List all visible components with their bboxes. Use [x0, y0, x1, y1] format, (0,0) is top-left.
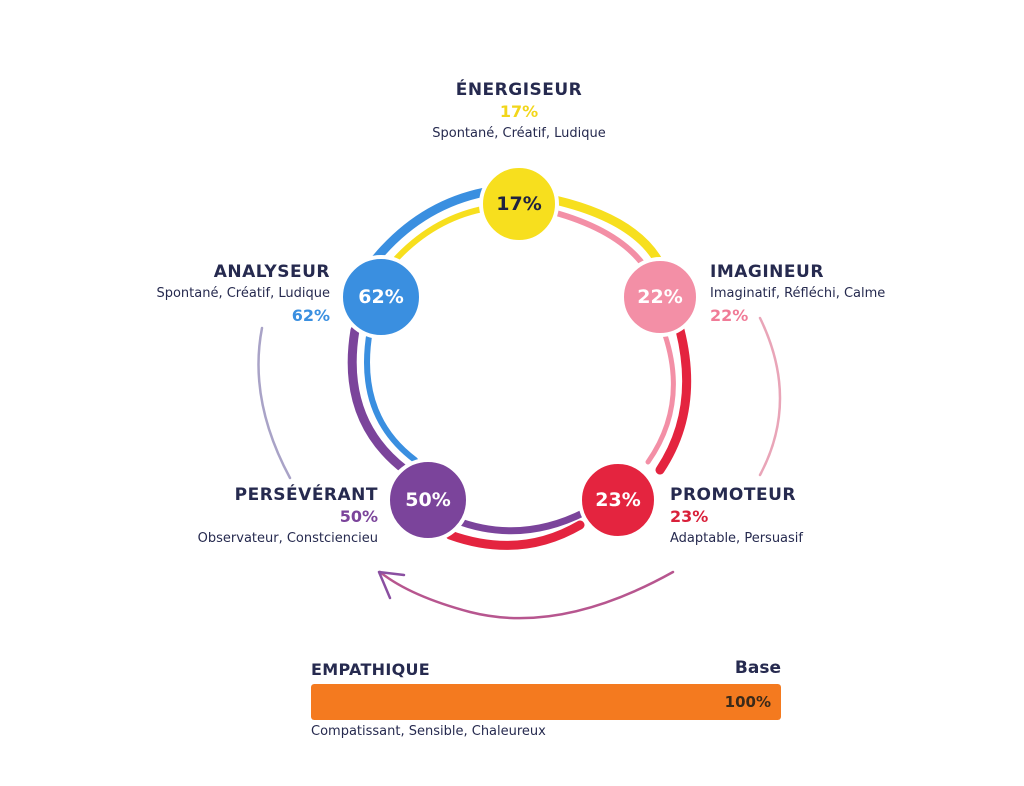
node-analyseur-pct: 62% [358, 286, 403, 308]
base-pct: 100% [724, 693, 771, 711]
base-traits: Compatissant, Sensible, Chaleureux [311, 724, 546, 739]
ring-segment-perseverant-analyseur-blue [364, 327, 418, 463]
energiseur-traits: Spontané, Créatif, Ludique [432, 126, 606, 141]
analyseur-traits: Spontané, Créatif, Ludique [156, 286, 330, 301]
analyseur-pct: 62% [291, 306, 330, 325]
promoteur-pct: 23% [670, 507, 709, 526]
analyseur-name: ANALYSEUR [213, 262, 330, 282]
imagineur-pct: 22% [710, 306, 749, 325]
base-type-name: EMPATHIQUE [311, 660, 431, 679]
label-energiseur: ÉNERGISEUR 17% Spontané, Créatif, Ludiqu… [432, 79, 606, 145]
outer-arc-right [758, 316, 782, 477]
node-energiseur-pct: 17% [496, 193, 541, 215]
ring-segment-perseverant-analyseur [347, 325, 410, 475]
promoteur-name: PROMOTEUR [670, 485, 796, 505]
ring-segment-analyseur-energiseur [370, 187, 490, 265]
outer-arc-bottom [378, 570, 675, 620]
node-analyseur: 62% [339, 255, 423, 339]
base-label: Base [734, 658, 781, 678]
outer-arc-arrowhead [377, 570, 406, 600]
energiseur-name: ÉNERGISEUR [455, 80, 583, 100]
label-perseverant: PERSÉVÉRANT 50% Observateur, Constcienci… [198, 484, 378, 550]
outer-arc-left [257, 326, 292, 480]
node-perseverant-pct: 50% [405, 489, 450, 511]
perseverant-pct: 50% [339, 507, 378, 526]
node-energiseur: 17% [479, 164, 559, 244]
imagineur-name: IMAGINEUR [710, 262, 824, 282]
promoteur-traits: Adaptable, Persuasif [670, 531, 803, 546]
label-imagineur: IMAGINEUR Imaginatif, Réfléchi, Calme 22… [710, 261, 885, 327]
ring-segment-imagineur-promoteur-pink [645, 332, 676, 465]
node-imagineur: 22% [620, 257, 700, 337]
perseverant-name: PERSÉVÉRANT [234, 485, 378, 505]
ring-segment-imagineur-promoteur [655, 325, 692, 475]
node-promoteur-pct: 23% [595, 489, 640, 511]
ring-segment-analyseur-energiseur-yellow [385, 205, 491, 271]
ring-segment-promoteur-perseverant [445, 520, 585, 550]
ring-segment-energiseur-imagineur-pink [542, 207, 653, 278]
energiseur-pct: 17% [499, 102, 539, 121]
node-promoteur: 23% [578, 460, 658, 540]
ring-segment-promoteur-perseverant-purple [451, 508, 589, 535]
label-promoteur: PROMOTEUR 23% Adaptable, Persuasif [670, 484, 803, 550]
base-progress-fill [311, 684, 781, 720]
imagineur-traits: Imaginatif, Réfléchi, Calme [710, 286, 886, 301]
label-analyseur: ANALYSEUR Spontané, Créatif, Ludique 62% [156, 261, 330, 327]
perseverant-traits: Observateur, Constciencieu [197, 531, 378, 546]
node-imagineur-pct: 22% [637, 286, 682, 308]
base-progress-bar: 100% [311, 684, 781, 720]
node-perseverant: 50% [386, 458, 470, 542]
